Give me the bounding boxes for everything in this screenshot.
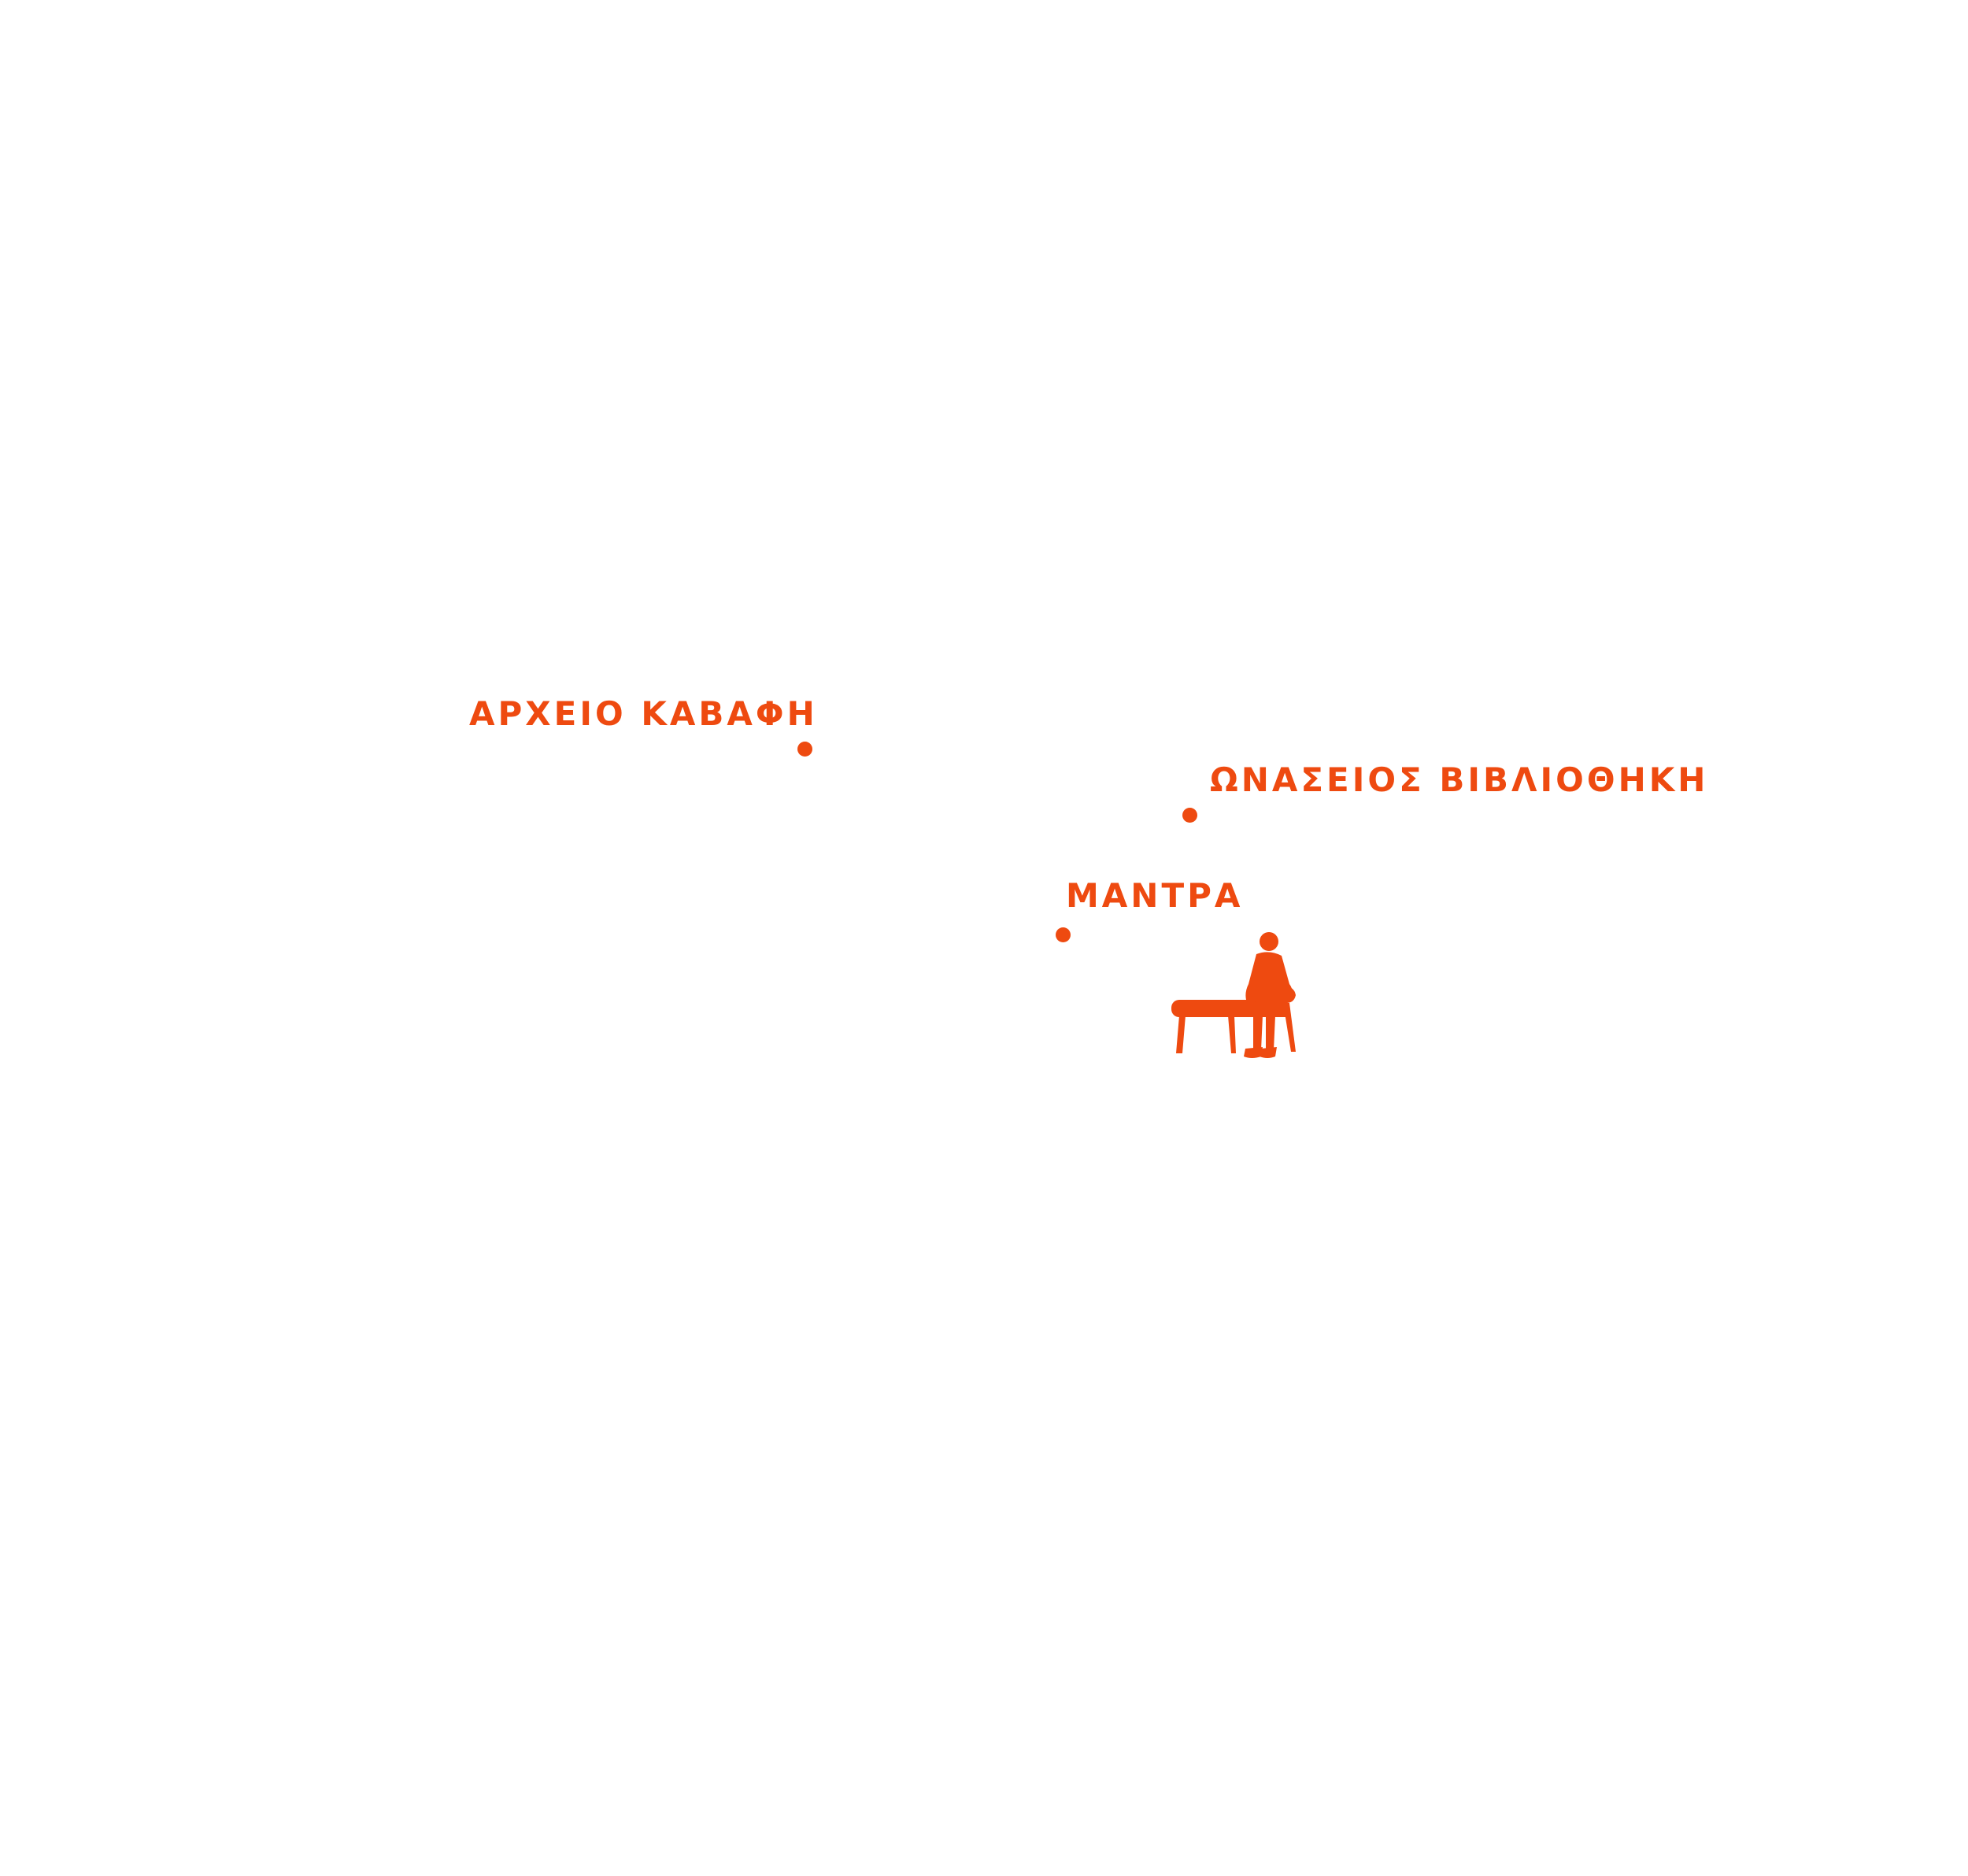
location-marker-archive[interactable] [797,742,812,757]
seated-man-on-bench-icon [1171,932,1296,1058]
location-label-library[interactable]: ΩΝΑΣΕΙΟΣ ΒΙΒΛΙΟΘΗΚΗ [1210,760,1709,799]
location-marker-library[interactable] [1182,808,1197,823]
location-label-mantra[interactable]: ΜΑΝΤΡΑ [1066,876,1244,915]
location-marker-mantra[interactable] [1056,927,1071,942]
location-label-archive[interactable]: ΑΡΧΕΙΟ ΚΑΒΑΦΗ [469,694,818,733]
